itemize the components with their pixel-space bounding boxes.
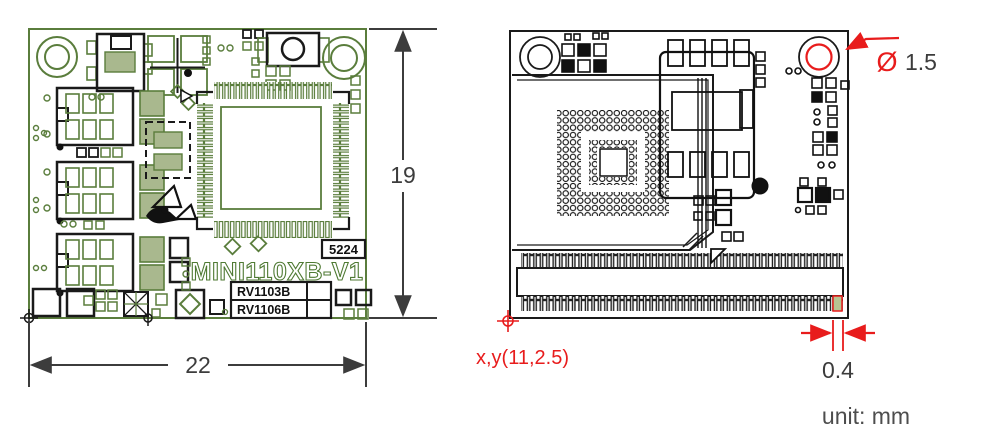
right-module-cluster [658,39,769,248]
origin-coordinates-label: x,y(11,2.5) [476,347,569,369]
crystal-component [123,291,149,317]
right-board-bottom-view [509,30,850,319]
pin1-marker-icon [180,88,194,104]
dimension-height: 19 [369,28,437,319]
highlighted-pad [832,295,843,312]
unit-label: unit: mm [822,403,910,429]
bga-ball-grid [557,110,669,216]
diameter-symbol: Ø [876,47,897,77]
edge-connector [516,248,844,312]
dimension-width: 22 [28,322,367,387]
left-bottom-row-parts [31,257,373,320]
height-dimension-label: 19 [390,162,416,188]
dimension-pad-width: 0.4 [801,320,875,383]
left-silk-column [181,257,191,291]
left-mounting-holes [36,36,366,80]
black-dot-component [751,177,769,195]
connector-pin1-marker-icon [710,248,728,266]
highlighted-hole [805,43,833,71]
left-quad-pads [147,35,208,96]
shield-bga-area [512,74,714,251]
hole-diameter-label: 1.5 [905,49,937,75]
esd-warning-icon [146,183,198,224]
left-top-small-parts [202,29,264,66]
connector-pins-bottom [521,296,843,311]
left-ic-modules [43,86,190,297]
right-side-parts [755,51,850,215]
left-button-component [257,31,330,68]
right-mounting-holes [519,36,840,78]
width-dimension-label: 22 [185,352,211,378]
dimension-hole-diameter: Ø 1.5 [845,31,937,77]
date-code-text: 5224 [329,242,359,257]
chip-variant-1: RV1103B [237,285,290,299]
chip-variant-table: RV1103B RV1106B [229,280,333,320]
qfp-body [220,106,322,210]
left-board-top-view: MINI110XB-V1 5224 RV1103B RV1106B [20,28,373,328]
connector-body [516,267,844,297]
test-point [184,69,192,77]
connector-pins-top [521,253,843,268]
left-dashed-component [145,121,191,179]
origin-marker [497,310,519,332]
pad-width-label: 0.4 [822,357,854,383]
left-edge-vias [32,124,48,272]
date-code-box: 5224 [320,238,367,260]
chip-variant-2: RV1106B [237,303,290,317]
right-top-left-parts [561,32,609,73]
qfp-chip [180,69,351,238]
